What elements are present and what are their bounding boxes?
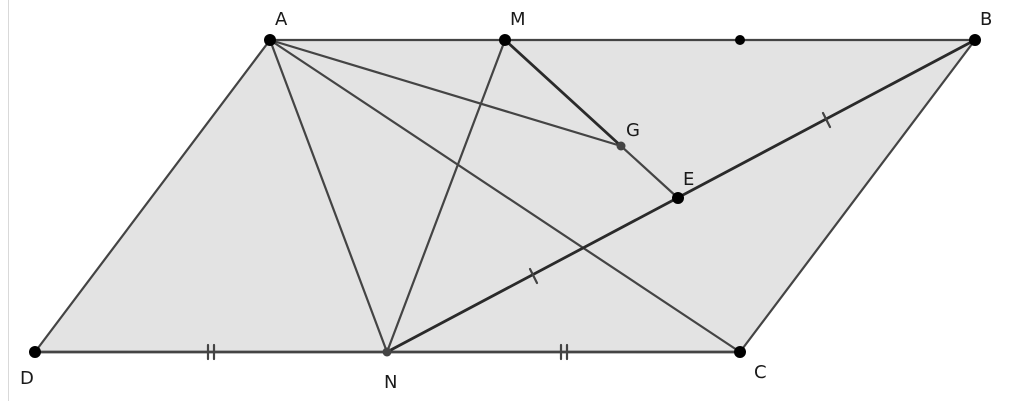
segment-ac [268,38,742,354]
point-mb-midpoint [735,35,745,45]
point-g [616,141,626,151]
point-m [499,34,511,46]
label-n: N [384,372,397,393]
label-e: E [683,169,694,190]
segment-ag [268,38,623,148]
segment-mn [385,38,507,354]
label-c: C [754,362,767,383]
label-d: D [20,368,34,389]
segment-ad [33,38,272,354]
point-b [969,34,981,46]
label-g: G [626,120,640,141]
left-frame-border [8,0,9,401]
tick-ne [528,267,539,285]
label-m: M [510,9,526,30]
point-e [672,192,684,204]
label-b: B [980,9,992,30]
point-d [29,346,41,358]
point-n [382,347,392,357]
label-a: A [275,9,288,30]
segment-bc [738,38,977,354]
tick-eb [821,111,832,129]
point-c [734,346,746,358]
point-a [264,34,276,46]
segment-mg [503,38,623,148]
segment-an [268,38,389,354]
segment-ge [619,144,680,200]
